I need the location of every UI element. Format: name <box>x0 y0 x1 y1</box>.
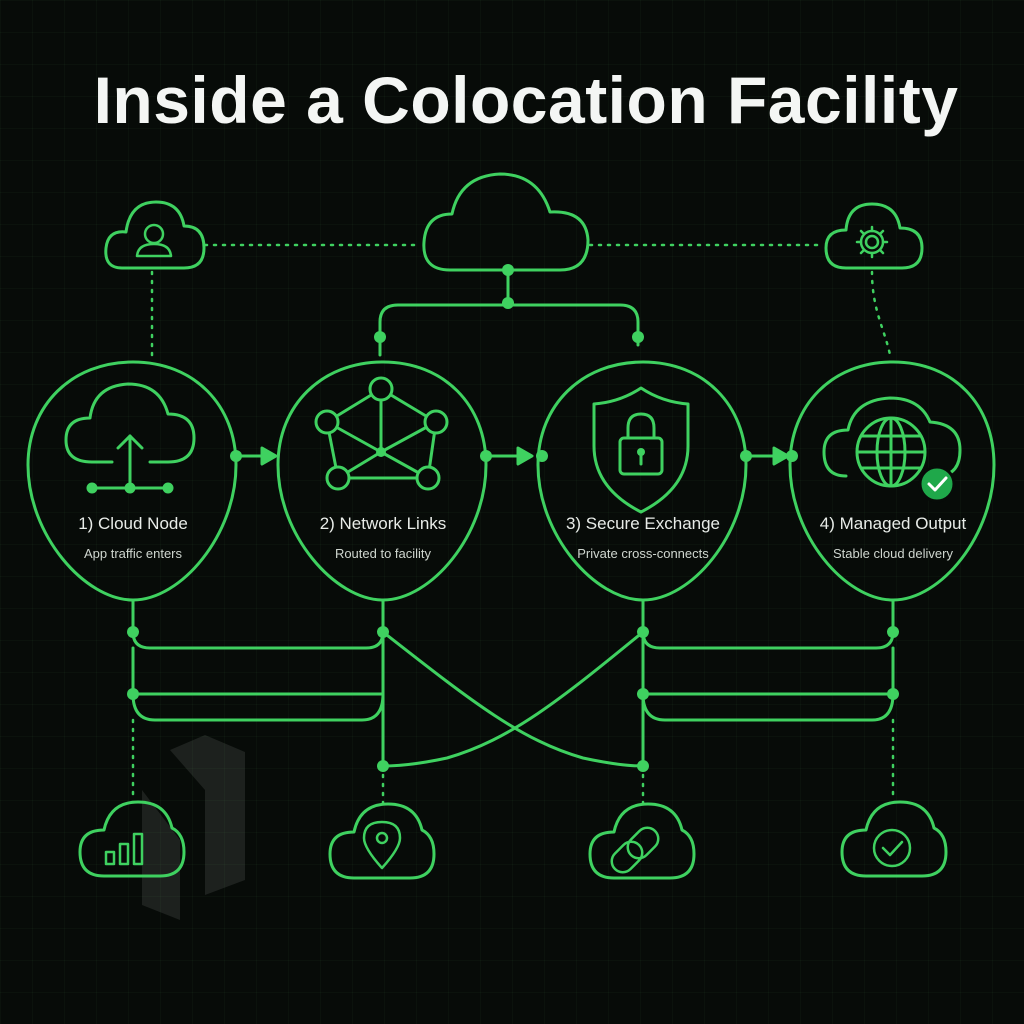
step-3-title: 3) Secure Exchange <box>565 514 721 533</box>
step-4-caption: Stable cloud delivery <box>833 546 953 561</box>
step-2-title: 2) Network Links <box>319 514 447 533</box>
flow-arrows <box>234 446 790 466</box>
step-3-caption: Private cross-connects <box>577 546 709 561</box>
globe-cloud-check-icon <box>822 396 962 488</box>
shield-lock-icon <box>592 386 690 514</box>
cloud-upload-icon <box>64 382 196 490</box>
network-mesh-icon <box>314 376 449 491</box>
step-bubble-1 <box>26 360 238 602</box>
watermark-logo <box>142 735 245 920</box>
step-4-title: 4) Managed Output <box>819 514 967 533</box>
check-cloud-icon <box>840 800 948 878</box>
gear-cloud-icon <box>824 202 924 270</box>
check-badge-icon <box>918 465 956 503</box>
step-1-title: 1) Cloud Node <box>78 514 188 533</box>
flow-arrow-dots <box>230 450 798 462</box>
central-cloud-icon <box>422 172 590 272</box>
step-1-caption: App traffic enters <box>83 546 183 561</box>
step-2-caption: Routed to facility <box>334 546 432 561</box>
upload-baseline-dots <box>86 482 174 494</box>
lower-connectors <box>131 598 895 810</box>
chart-cloud-icon <box>78 800 186 878</box>
lower-connector-dots <box>127 626 899 772</box>
top-connectors <box>150 243 892 357</box>
location-cloud-icon <box>328 802 436 880</box>
page-title: Inside a Colocation Facility <box>93 63 959 137</box>
step-bubble-3 <box>536 360 748 602</box>
link-cloud-icon <box>588 802 696 880</box>
user-cloud-icon <box>104 200 206 270</box>
